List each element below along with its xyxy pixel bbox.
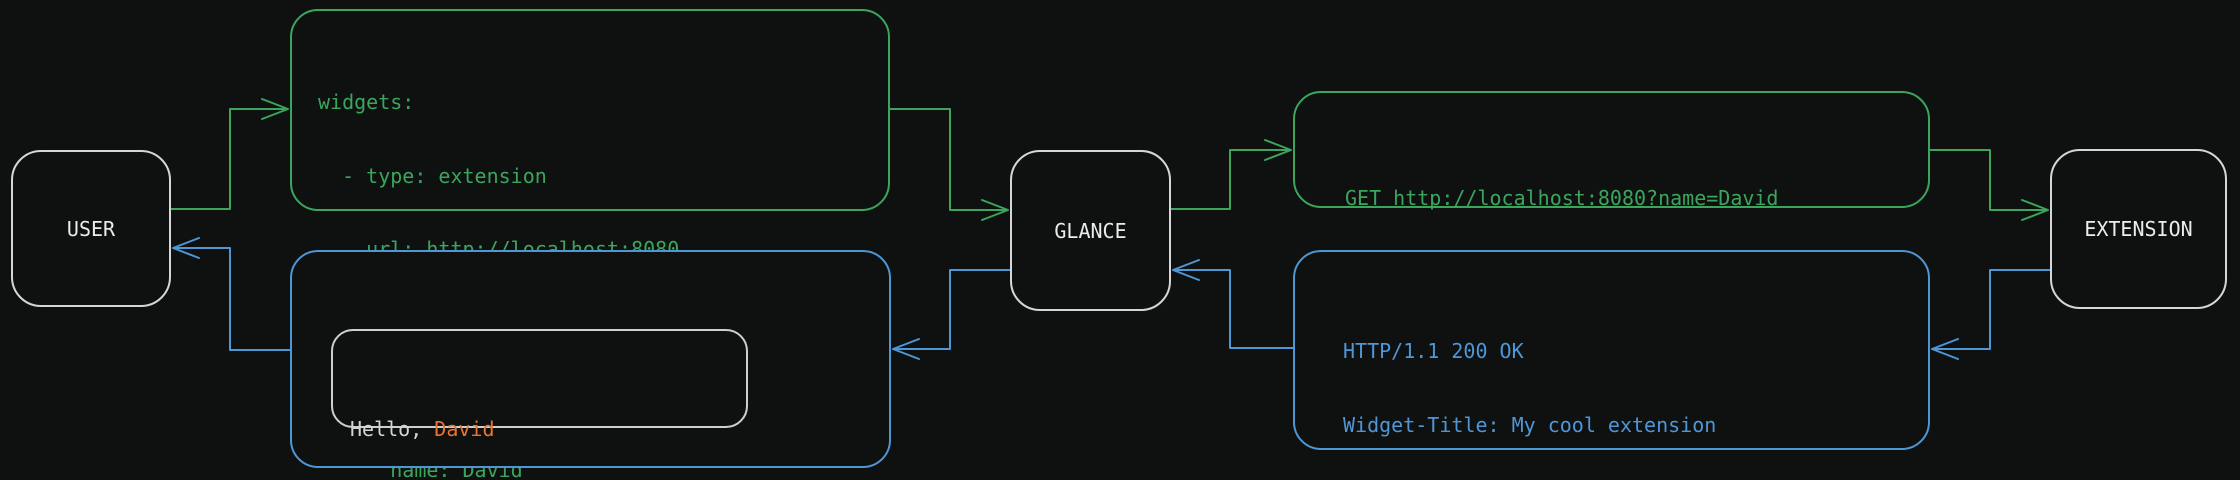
user-node-label: USER [66,216,116,241]
extension-node-label: EXTENSION [2084,217,2193,241]
user-node: USER [11,150,171,307]
widget-greeting-text: Hello, David [350,368,495,480]
arrow-extension-to-response [1931,269,2051,360]
response-flow-arrows [172,237,2051,360]
http-request-text: GET http://localhost:8080?name=David [1345,186,1779,210]
arrow-response-to-glance [1172,259,1294,349]
http-response-box [1293,250,1930,450]
http-request-box [1293,91,1930,208]
widget-config-box [290,9,890,211]
http-response-text: HTTP/1.1 200 OK Widget-Title: My cool ex… [1343,339,1717,437]
glance-node: GLANCE [1010,150,1171,311]
arrow-request-to-extension [1929,149,2049,221]
arrow-glance-to-widget [892,269,1011,360]
arrow-user-to-config [170,98,289,210]
arrow-glance-to-request [1170,139,1292,210]
arrow-widget-to-user [172,237,291,351]
greeting-name: David [434,417,495,441]
arrow-config-to-glance [889,108,1009,221]
greeting-prefix: Hello, [350,417,435,441]
glance-node-label: GLANCE [1054,218,1127,243]
widget-content-frame [331,329,748,428]
request-flow-arrows [170,98,2049,221]
extension-node: EXTENSION [2050,149,2227,309]
